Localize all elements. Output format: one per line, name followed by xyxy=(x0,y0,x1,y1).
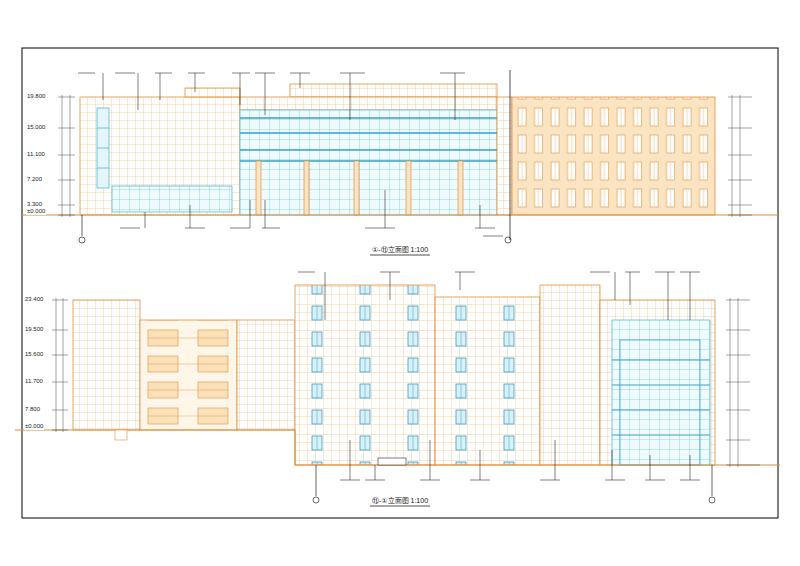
level-mark: 15.600 xyxy=(24,351,44,358)
level-mark: 7.200 xyxy=(26,176,43,183)
level-mark: 7.800 xyxy=(24,406,41,413)
level-mark: 3.300 xyxy=(26,201,43,208)
drawing-caption: ⑪-①立面图 1:100 xyxy=(371,497,429,505)
level-mark: ±0.000 xyxy=(24,423,44,430)
level-mark: 11.700 xyxy=(24,378,44,385)
level-mark: 15.000 xyxy=(26,124,46,131)
level-mark: 23.400 xyxy=(24,296,44,303)
level-mark: 19.500 xyxy=(24,326,44,333)
level-mark: 11.100 xyxy=(26,151,46,158)
level-mark: 19.800 xyxy=(26,93,46,100)
drawing-caption: ①-⑪立面图 1:100 xyxy=(371,246,429,254)
level-mark: ±0.000 xyxy=(26,208,46,215)
